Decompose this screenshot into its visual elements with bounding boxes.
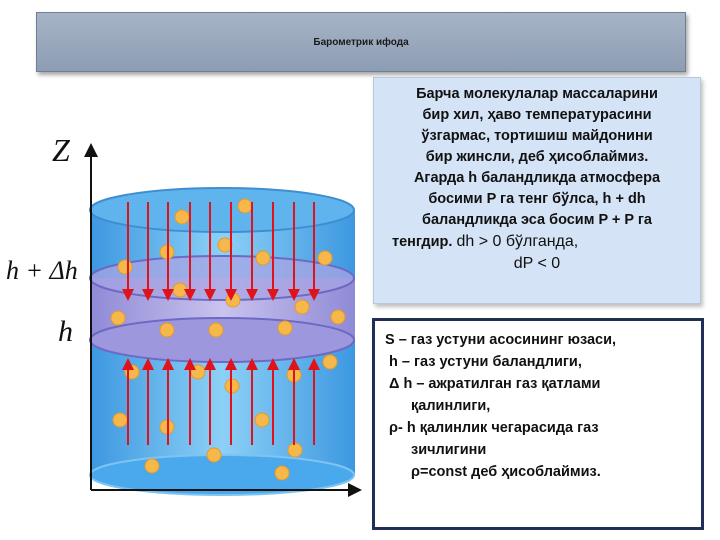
molecule-dot (117, 259, 133, 275)
assumption-last-sym: dh > 0 бўлганда, (456, 233, 579, 250)
notation-box: S – газ устуни асосининг юзаси, h – газ … (372, 318, 704, 530)
molecule-dot (322, 354, 338, 370)
molecule-dot (255, 250, 271, 266)
assumption-line-7: баландликда эса босим P + P га (422, 212, 652, 228)
assumption-line-4: бир жинсли, деб ҳисоблаймиз. (425, 149, 649, 165)
axis-label-h: h (58, 315, 73, 348)
molecule-dot (112, 412, 128, 428)
assumption-last-bold: тенгдир. (392, 234, 453, 250)
molecule-dot (190, 364, 206, 380)
assumption-line-8: тенгдир. dh > 0 бўлганда, (392, 231, 690, 253)
notation-line-7: ρ=const деб ҳисоблаймиз. (411, 464, 601, 480)
molecule-dot (110, 310, 126, 326)
molecule-dot (274, 465, 290, 481)
notation-line-1: S – газ устуни асосининг юзаси, (385, 332, 617, 348)
assumption-line-6: босими P га тенг бўлса, h + dh (428, 191, 646, 207)
molecule-dot (206, 447, 222, 463)
molecule-dot (174, 209, 190, 225)
molecule-dot (287, 442, 303, 458)
assumption-line-1: Барча молекулалар массаларини (416, 86, 658, 102)
molecule-dot (317, 250, 333, 266)
notation-line-5: ρ- h қалинлик чегарасида газ (389, 420, 599, 436)
molecule-dot (237, 198, 253, 214)
assumption-line-3: ўзгармас, тортишиш майдонини (421, 128, 653, 144)
molecule-dot (172, 282, 188, 298)
molecule-dot (294, 299, 310, 315)
assumption-line-2: бир хил, ҳаво температурасини (422, 107, 652, 123)
notation-line-2: h – газ устуни баландлиги, (389, 354, 582, 370)
slide-title-bar: Барометрик ифода (36, 12, 686, 72)
molecule-dot (330, 309, 346, 325)
assumption-condition: dP < 0 (513, 255, 561, 272)
molecule-dot (208, 322, 224, 338)
molecule-dot (159, 322, 175, 338)
notation-line-4: қалинлиги, (411, 398, 491, 414)
axis-label-z: Z (52, 132, 70, 168)
assumption-line-5: Агарда h баландликда атмосфера (413, 170, 661, 186)
notation-line-3: Δ h – ажратилган газ қатлами (389, 376, 601, 392)
assumptions-box: Барча молекулалар массаларини бир хил, ҳ… (373, 77, 701, 304)
molecule-dot (144, 458, 160, 474)
molecule-dot (277, 320, 293, 336)
slide-title: Барометрик ифода (313, 36, 409, 48)
molecule-dot (217, 237, 233, 253)
layer-lower-ellipse (89, 317, 355, 363)
molecule-dot (254, 412, 270, 428)
molecule-dot (225, 292, 241, 308)
axis-label-h-plus-dh: h + Δh (6, 256, 78, 285)
notation-line-6: зичлигини (411, 442, 487, 458)
